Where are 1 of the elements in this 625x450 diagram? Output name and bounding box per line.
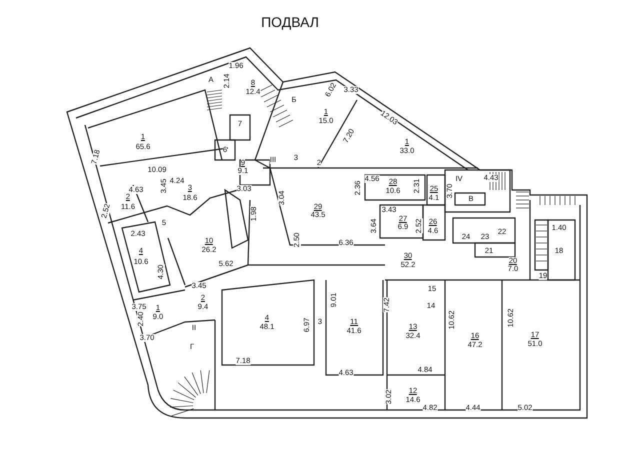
plan-title: ПОДВАЛ [260,14,320,30]
